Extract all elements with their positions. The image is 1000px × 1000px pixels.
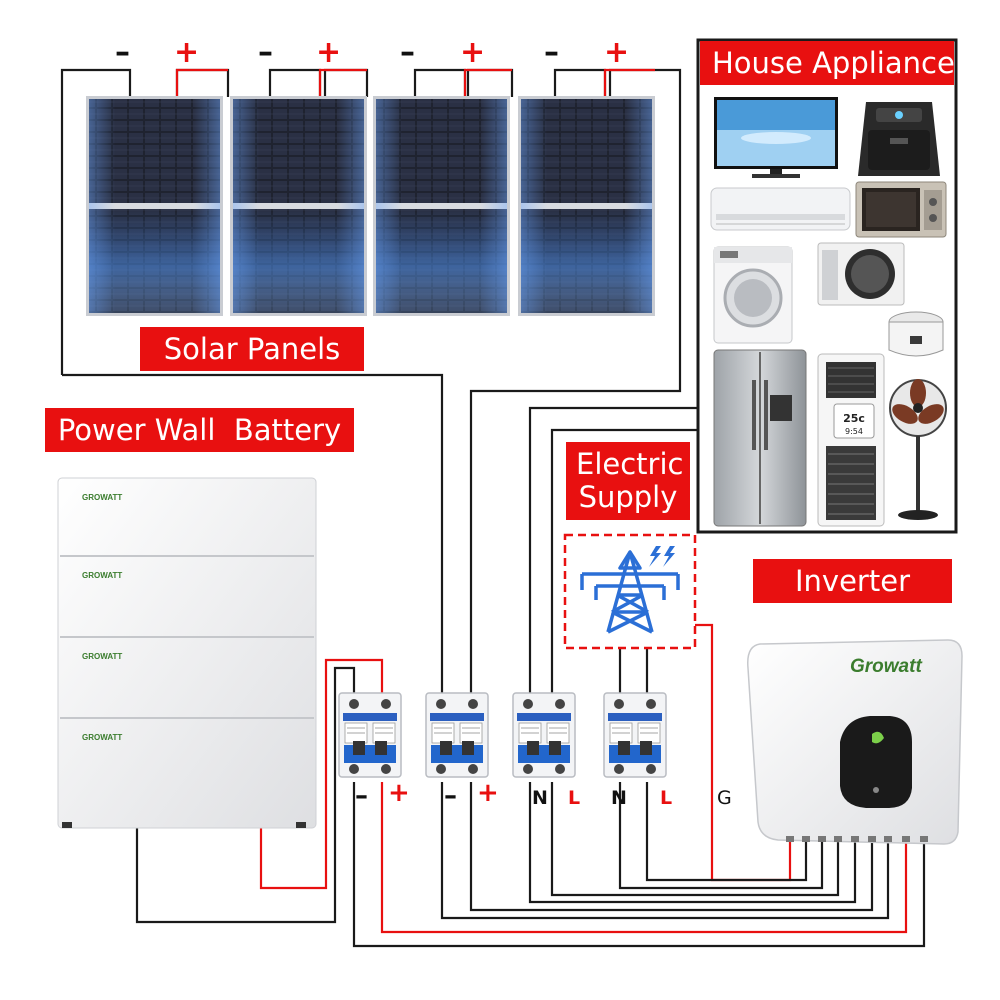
heater-icon: 25c 9:54 — [817, 353, 885, 527]
load-breaker[interactable] — [512, 692, 576, 778]
air-fryer-icon — [858, 102, 940, 176]
solar-panel — [373, 96, 510, 316]
label-electric-supply-line2: Supply — [578, 480, 678, 514]
solar-panel — [230, 96, 367, 316]
panel-terminal-sign: + — [316, 35, 342, 70]
heater-temperature: 25c — [843, 412, 865, 425]
inverter-ports — [786, 836, 928, 842]
load-breaker-neutral: N — [532, 787, 548, 809]
ground-terminal: G — [717, 787, 732, 809]
grid-breaker-line: L — [660, 787, 673, 809]
transmission-tower-icon — [580, 550, 680, 634]
solar-breaker-positive: + — [477, 778, 499, 808]
battery-breaker[interactable] — [338, 692, 402, 778]
solar-breaker-negative: – — [444, 781, 457, 811]
battery-brand-label: GROWATT — [82, 493, 122, 502]
wires — [60, 68, 926, 948]
electric-supply-grid — [563, 533, 697, 650]
lightning-icon — [649, 546, 675, 567]
panel-terminal-sign: + — [460, 35, 486, 70]
grid-breaker-neutral: N — [611, 787, 627, 809]
microwave-icon — [855, 181, 947, 238]
load-breaker-line: L — [568, 787, 581, 809]
solar-positive-wires — [175, 68, 655, 97]
heater-time: 9:54 — [845, 427, 863, 436]
panel-terminal-sign: – — [544, 35, 559, 70]
solar-breaker[interactable] — [425, 692, 489, 778]
refrigerator-icon — [713, 349, 807, 527]
panel-terminal-sign: + — [604, 35, 630, 70]
battery-brand-label: GROWATT — [82, 733, 122, 742]
appliances: 25c 9:54 — [710, 97, 947, 527]
panel-terminal-sign: + — [174, 35, 200, 70]
battery-breaker-negative: – — [355, 781, 368, 811]
inverter-brand-label: Growatt — [850, 656, 922, 677]
power-wall-battery: GROWATT GROWATT GROWATT GROWATT — [57, 477, 317, 829]
label-house-appliance: House Appliance — [700, 41, 955, 85]
label-power-wall-battery: Power Wall Battery — [45, 408, 354, 452]
washing-machine-icon — [713, 246, 793, 344]
air-conditioner-icon — [710, 187, 851, 231]
rice-cooker-icon — [888, 311, 944, 357]
fan-icon — [889, 379, 947, 520]
battery-brand-label: GROWATT — [82, 652, 122, 661]
inverter: Growatt — [747, 639, 963, 845]
battery-brand-label: GROWATT — [82, 571, 122, 580]
solar-panels — [86, 96, 655, 316]
label-electric-supply: Electric Supply — [566, 442, 690, 520]
panel-terminal-sign: – — [258, 35, 273, 70]
panel-terminal-sign: – — [115, 35, 130, 70]
label-solar-panels: Solar Panels — [140, 327, 364, 371]
tv-icon — [714, 97, 838, 178]
battery-breaker-positive: + — [388, 778, 410, 808]
solar-panel — [86, 96, 223, 316]
grid-breaker[interactable] — [603, 692, 667, 778]
label-inverter: Inverter — [753, 559, 952, 603]
label-electric-supply-line1: Electric — [576, 447, 684, 481]
panel-terminal-sign: – — [400, 35, 415, 70]
solar-panel — [518, 96, 655, 316]
outdoor-unit-icon — [817, 242, 905, 306]
breakers — [338, 692, 667, 778]
